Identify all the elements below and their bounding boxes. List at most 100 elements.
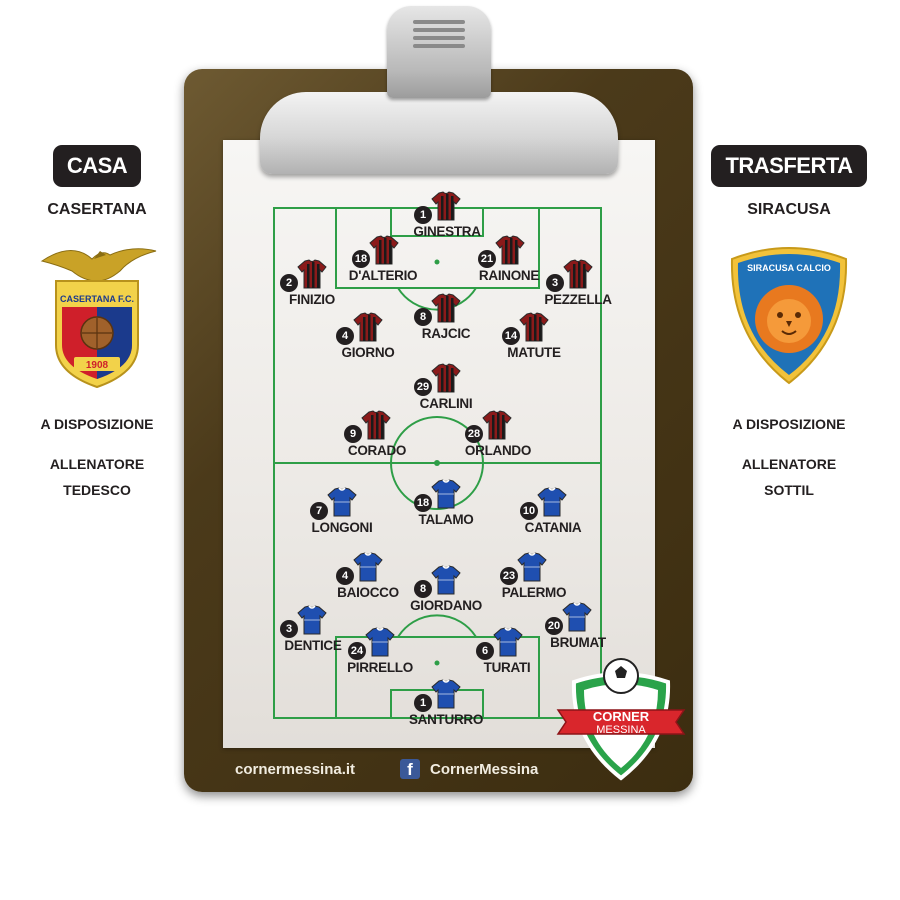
clip-base	[260, 92, 618, 174]
player-number: 1	[414, 206, 432, 224]
shirt-icon	[431, 363, 461, 393]
facebook-page-link[interactable]: CornerMessina	[430, 761, 539, 778]
home-crest-text: CASERTANA F.C.	[60, 294, 134, 304]
player-name: PEZZELLA	[544, 292, 612, 307]
home-tag: CASA	[52, 145, 142, 187]
player-name: ORLANDO	[464, 443, 532, 458]
player-name: D'ALTERIO	[348, 268, 418, 283]
home-player: 1 GINESTRA	[413, 190, 524, 260]
player-name: CARLINI	[419, 396, 473, 411]
away-player: 3 DENTICE	[280, 604, 390, 674]
player-name: BAIOCCO	[337, 585, 399, 600]
player-name: PIRRELLO	[347, 660, 413, 675]
player-number: 23	[500, 567, 518, 585]
away-panel: TRASFERTA SIRACUSA SIRACUSA CALCIO A DIS…	[704, 145, 874, 503]
player-number: 24	[348, 642, 366, 660]
shirt-icon	[431, 479, 461, 509]
away-player: 4 BAIOCCO	[336, 551, 446, 621]
corner-messina-logo: CORNER MESSINA	[554, 652, 688, 782]
player-name: TALAMO	[418, 512, 474, 527]
away-player: 6 TURATI	[476, 626, 586, 696]
player-name: CATANIA	[524, 520, 582, 535]
player-number: 1	[414, 694, 432, 712]
player-name: TURATI	[483, 660, 531, 675]
player-number: 20	[545, 617, 563, 635]
shirt-icon	[537, 487, 567, 517]
away-player: 10 CATANIA	[520, 486, 630, 556]
shirt-icon	[431, 293, 461, 323]
away-bench-label: A DISPOSIZIONE	[732, 416, 846, 432]
logo-line2: MESSINA	[596, 724, 646, 736]
logo-line1: CORNER	[593, 709, 650, 724]
shirt-icon	[519, 312, 549, 342]
shirt-icon	[493, 627, 523, 657]
player-name: CORADO	[347, 443, 407, 458]
away-coach-name: SOTTIL	[764, 482, 814, 498]
away-player: 23 PALERMO	[500, 551, 610, 621]
shirt-icon	[495, 235, 525, 265]
home-player: 8 RAJCIC	[414, 292, 524, 362]
clipboard-paper	[223, 140, 655, 748]
home-player: 9 CORADO	[344, 409, 454, 479]
shirt-icon	[517, 552, 547, 582]
shirt-icon	[562, 602, 592, 632]
shirt-icon	[353, 312, 383, 342]
away-coach-label: ALLENATORE	[741, 456, 837, 472]
away-player: 20 BRUMAT	[545, 601, 655, 671]
away-player: 8 GIORDANO	[410, 564, 524, 634]
player-number: 7	[310, 502, 328, 520]
home-coach-name: TEDESCO	[63, 482, 131, 498]
home-crest-year: 1908	[86, 360, 109, 371]
away-team-name: SIRACUSA	[747, 201, 831, 218]
player-name: RAINONE	[478, 268, 540, 283]
clip-top	[387, 6, 491, 98]
shirt-icon	[297, 259, 327, 289]
player-number: 14	[502, 327, 520, 345]
shirt-icon	[431, 679, 461, 709]
player-name: LONGONI	[311, 520, 373, 535]
home-bench-label: A DISPOSIZIONE	[40, 416, 154, 432]
player-number: 3	[546, 274, 564, 292]
player-name: GIORDANO	[410, 598, 482, 613]
shirt-icon	[431, 191, 461, 221]
away-crest-text: SIRACUSA CALCIO	[747, 263, 831, 273]
shirt-icon	[369, 235, 399, 265]
shirt-icon	[482, 410, 512, 440]
home-player: 28 ORLANDO	[465, 409, 575, 479]
home-player: 4 GIORNO	[336, 311, 446, 381]
shirt-icon	[297, 605, 327, 635]
shirt-icon	[563, 259, 593, 289]
player-number: 2	[280, 274, 298, 292]
website-link[interactable]: cornermessina.it	[235, 761, 356, 778]
home-player: 29 CARLINI	[414, 362, 524, 432]
shirt-icon	[365, 627, 395, 657]
home-player: 18 D'ALTERIO	[348, 234, 462, 304]
player-number: 3	[280, 620, 298, 638]
facebook-icon: f	[400, 759, 420, 779]
player-number: 8	[414, 308, 432, 326]
casertana-crest: CASERTANA F.C. 1908	[32, 241, 162, 391]
player-number: 18	[352, 250, 370, 268]
home-panel: CASA CASERTANA CASERTANA F.C. 1908 A DIS…	[12, 145, 182, 503]
player-name: FINIZIO	[289, 292, 335, 307]
player-name: GINESTRA	[413, 224, 481, 239]
away-player: 7 LONGONI	[310, 486, 420, 556]
player-number: 28	[465, 425, 483, 443]
home-player: 14 MATUTE	[502, 311, 612, 381]
player-name: SANTURRO	[408, 712, 484, 727]
away-tag: TRASFERTA	[711, 145, 867, 187]
player-name: BRUMAT	[550, 635, 606, 650]
player-number: 18	[414, 494, 432, 512]
shirt-icon	[361, 410, 391, 440]
away-player: 24 PIRRELLO	[347, 626, 458, 696]
siracusa-crest: SIRACUSA CALCIO	[724, 241, 854, 391]
player-number: 8	[414, 580, 432, 598]
away-player: 1 SANTURRO	[409, 678, 524, 748]
away-player: 18 TALAMO	[414, 478, 524, 548]
home-player: 3 PEZZELLA	[544, 258, 656, 328]
player-name: MATUTE	[507, 345, 561, 360]
player-name: GIORNO	[341, 345, 395, 360]
shirt-icon	[327, 487, 357, 517]
player-number: 4	[336, 327, 354, 345]
player-name: PALERMO	[501, 585, 567, 600]
